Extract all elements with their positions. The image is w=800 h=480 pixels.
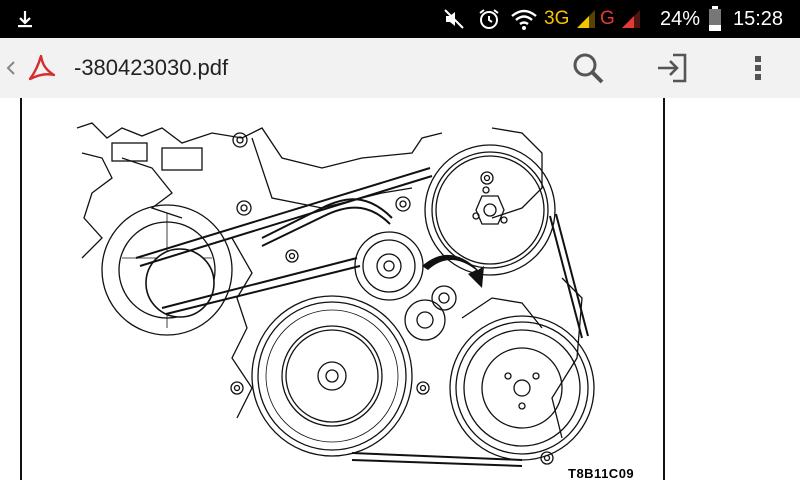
clock: 15:28 [733, 7, 784, 30]
search-icon[interactable] [568, 50, 608, 86]
signal-icon-2 [620, 0, 642, 38]
battery-percent: 24% [660, 7, 701, 30]
back-chevron-icon[interactable] [4, 54, 18, 82]
signal-icon [575, 0, 597, 38]
alarm-icon [477, 0, 501, 38]
document-title: -380423030.pdf [74, 55, 229, 80]
pdf-viewer[interactable]: T8B11C09 [0, 98, 800, 480]
overflow-menu-icon[interactable] [745, 50, 771, 86]
network-g-label: G [600, 8, 615, 29]
status-bar: 3G G 24% 15:28 [0, 0, 800, 38]
network-3g-label: 3G [544, 8, 570, 29]
figure-code: T8B11C09 [568, 466, 634, 480]
pdf-page[interactable]: T8B11C09 [20, 98, 665, 480]
download-icon [14, 0, 36, 38]
engine-belt-diagram: T8B11C09 [76, 122, 634, 480]
pdf-app-icon[interactable] [24, 51, 60, 85]
wifi-icon [510, 0, 538, 38]
sign-in-icon[interactable] [652, 50, 692, 86]
mute-icon [442, 0, 466, 38]
battery-icon [708, 0, 722, 38]
